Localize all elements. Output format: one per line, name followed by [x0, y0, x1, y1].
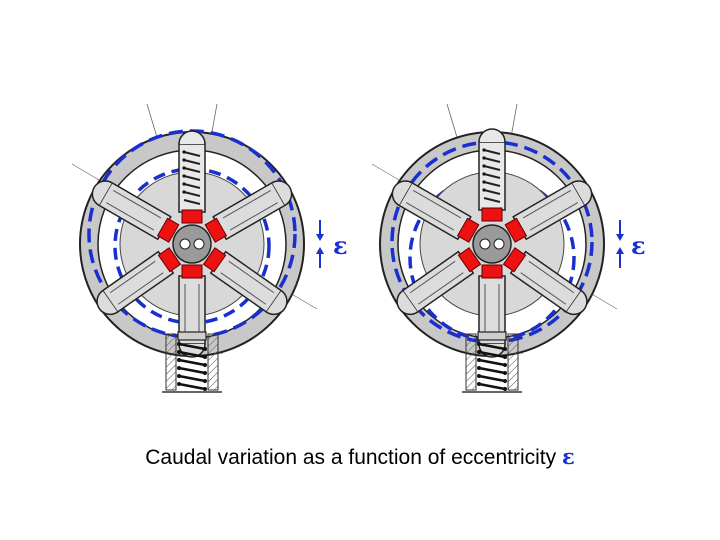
eccentricity-arrow-left [315, 219, 325, 269]
caption-symbol: ε [561, 444, 575, 469]
eccentricity-label-right: ε [631, 231, 646, 260]
hub-port [193, 238, 205, 250]
hub-port [479, 238, 491, 250]
pump-right: ε [371, 103, 646, 394]
hub-port [179, 238, 191, 250]
caption-text: Caudal variation as a function of eccent… [145, 446, 557, 469]
eccentricity-label-left: ε [333, 231, 348, 260]
piston-bottom [178, 264, 206, 358]
hub-port [493, 238, 505, 250]
piston-top [478, 128, 506, 222]
hub [472, 224, 512, 264]
hub [172, 224, 212, 264]
pump-left: ε [71, 103, 348, 394]
piston-top [178, 130, 206, 224]
piston-bottom [478, 264, 506, 358]
caption: Caudal variation as a function of eccent… [0, 444, 720, 470]
eccentricity-arrow-right [615, 219, 625, 269]
